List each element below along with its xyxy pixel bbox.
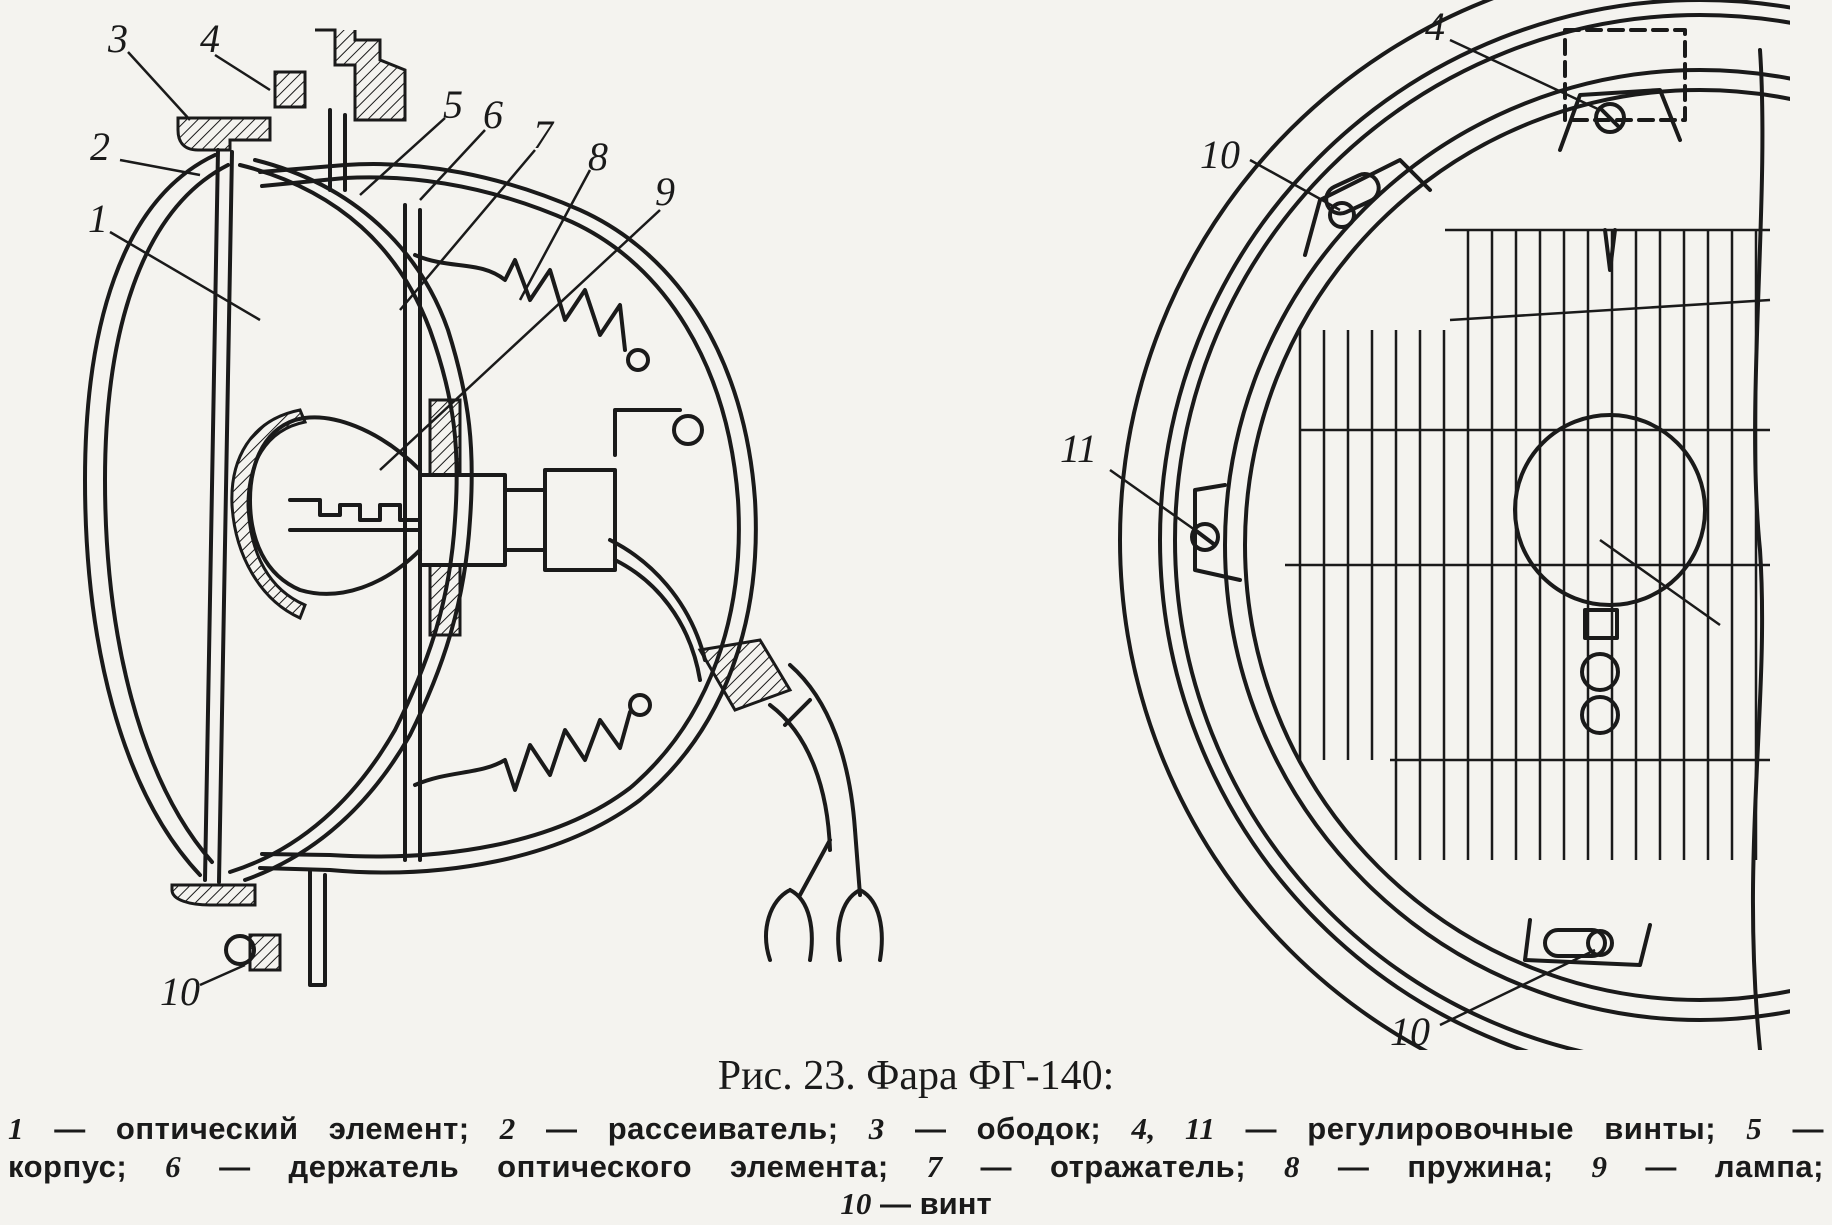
legend-line-3: 10 — винт — [0, 1186, 1832, 1222]
legend-number: 3 — [868, 1111, 885, 1146]
figure-caption: Рис. 23. Фара ФГ-140: — [717, 1053, 1115, 1099]
label-4-right: 4 — [1425, 4, 1445, 49]
housing-front — [1118, 0, 1495, 1050]
legend-number: 4, 11 — [1131, 1111, 1216, 1146]
label-10-right-top: 10 — [1200, 132, 1240, 177]
label-1: 1 — [88, 196, 108, 241]
cross-section-view: 3 4 2 1 5 6 7 8 9 10 — [83, 16, 884, 1014]
reflector — [228, 163, 459, 874]
diffuser-lens — [83, 153, 217, 877]
legend-number: 10 — [840, 1186, 872, 1221]
legend-line-2: корпус; 6 — держатель оптического элемен… — [8, 1148, 1824, 1186]
legend-text: — винт — [871, 1186, 992, 1221]
legend-number: 8 — [1284, 1149, 1300, 1184]
legend-text: корпус; — [8, 1149, 166, 1184]
legend-text: — ободок; — [884, 1111, 1132, 1146]
legend-number: 7 — [926, 1149, 943, 1184]
label-2: 2 — [90, 124, 110, 169]
spring-top — [413, 253, 627, 352]
front-view: 4 10 11 10 — [1060, 0, 1790, 1054]
housing — [258, 162, 758, 875]
legend-text: — лампа; — [1607, 1149, 1824, 1184]
legend-text: — рассеиватель; — [515, 1111, 869, 1146]
label-9: 9 — [655, 169, 675, 214]
label-10-left: 10 — [160, 969, 200, 1014]
label-8: 8 — [588, 134, 608, 179]
legend-number: 6 — [165, 1149, 182, 1184]
legend-text: — — [1762, 1111, 1824, 1146]
label-5: 5 — [443, 82, 463, 127]
label-11: 11 — [1060, 426, 1097, 471]
legend-number: 5 — [1746, 1111, 1763, 1146]
label-7: 7 — [533, 112, 555, 157]
label-10-right-bottom: 10 — [1390, 1009, 1430, 1054]
lamp — [248, 415, 422, 596]
label-6: 6 — [483, 92, 503, 137]
legend-text: — пружина; — [1300, 1149, 1592, 1184]
label-3: 3 — [107, 16, 128, 61]
lens-pattern — [1285, 228, 1771, 860]
legend-text: — отражатель; — [942, 1149, 1284, 1184]
legend-text: — держатель оптического элемента; — [181, 1149, 927, 1184]
legend-number: 9 — [1591, 1149, 1608, 1184]
legend-text: — регулировочные винты; — [1215, 1111, 1747, 1146]
legend-text: — оптический элемент; — [24, 1111, 500, 1146]
optical-element-front — [1223, 68, 1790, 1022]
rim-top — [176, 116, 272, 152]
rim-bottom — [170, 883, 257, 907]
legend-line-1: 1 — оптический элемент; 2 — рассеиватель… — [8, 1110, 1824, 1148]
label-4: 4 — [200, 16, 220, 61]
legend-number: 1 — [8, 1111, 24, 1146]
legend-number: 2 — [499, 1111, 516, 1146]
spring-bottom — [413, 710, 632, 792]
